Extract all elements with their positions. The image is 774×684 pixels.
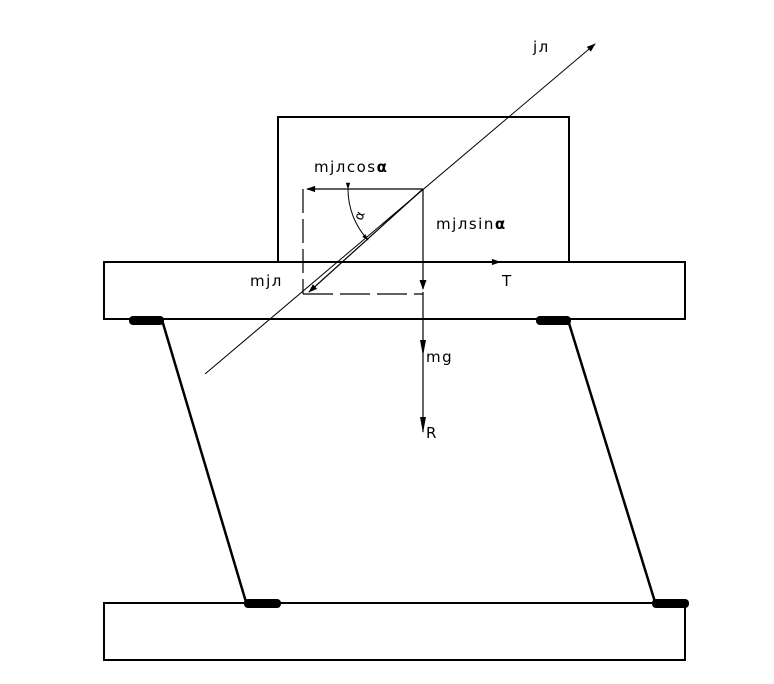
pivot-lower-left: [244, 599, 281, 608]
pivot-upper-left: [129, 316, 164, 325]
cos-component-label: mjлcosα: [314, 158, 387, 176]
gravity-label: mg: [426, 348, 453, 366]
right-link: [566, 319, 657, 603]
reaction-arrowhead: [420, 417, 426, 433]
tension-label: T: [501, 272, 513, 290]
left-link: [160, 319, 248, 603]
pivot-lower-right: [652, 599, 689, 608]
cos-alpha-symbol: α: [377, 158, 387, 176]
sin-component-text: mjлsin: [436, 215, 495, 233]
reaction-label: R: [426, 424, 438, 442]
cos-component-text: mjлcos: [314, 158, 377, 176]
lower-platform: [103, 602, 686, 661]
sin-alpha-symbol: α: [495, 215, 505, 233]
upper-platform: [103, 261, 686, 320]
gravity-arrowhead: [420, 340, 426, 356]
pivot-upper-right: [536, 316, 571, 325]
axis-label: jл: [532, 38, 550, 56]
inertia-force-label: mjл: [250, 272, 283, 290]
sin-component-label: mjлsinα: [436, 215, 505, 233]
angle-arc: [345, 182, 369, 241]
